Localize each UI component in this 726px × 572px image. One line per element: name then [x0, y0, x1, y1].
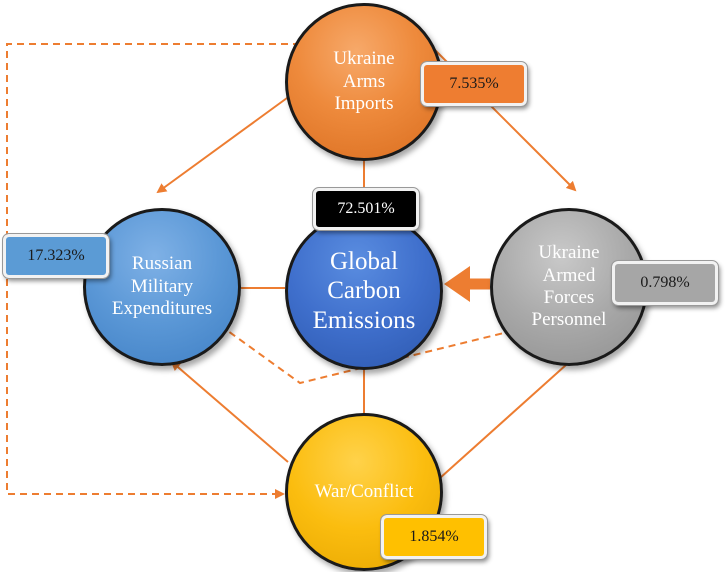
arms-to-russia-arrow: [156, 89, 299, 194]
badge-war-conflict: 1.854%: [380, 514, 488, 560]
personnel-to-global-arrowhead: [444, 266, 470, 302]
badge-armed-forces: 0.798%: [611, 260, 719, 306]
badge-global-carbon: 72.501%: [312, 187, 420, 231]
dashed-russ-pers-arrow: [209, 317, 518, 385]
node-label-war-conflict: War/Conflict: [314, 480, 414, 502]
node-ukraine-arms-imports: Ukraine Arms Imports: [285, 3, 443, 161]
node-label-russian-military: Russian Military Expenditures: [111, 253, 213, 320]
badge-arms-imports: 7.535%: [420, 61, 528, 107]
node-label-armed-forces: Ukraine Armed Forces Personnel: [531, 242, 607, 331]
war-to-personnel-arrow: [439, 354, 578, 479]
node-russian-military-expenditures: Russian Military Expenditures: [83, 208, 241, 366]
node-global-carbon-emissions: Global Carbon Emissions: [285, 212, 443, 370]
war-to-russia-arrow: [170, 360, 289, 463]
node-label-global-carbon: Global Carbon Emissions: [312, 247, 416, 334]
node-label-arms-imports: Ukraine Arms Imports: [333, 48, 395, 115]
badge-russian-military: 17.323%: [2, 233, 110, 279]
